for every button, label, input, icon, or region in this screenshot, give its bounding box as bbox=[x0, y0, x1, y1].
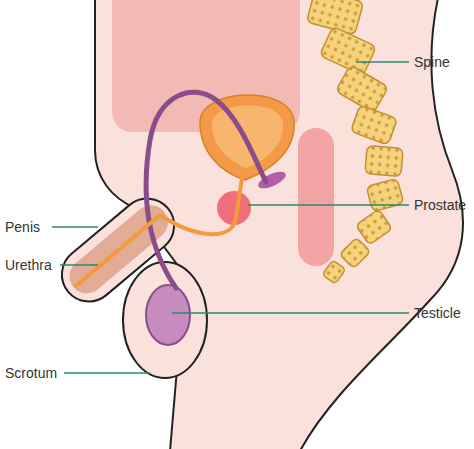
vertebra bbox=[356, 209, 393, 245]
part-label: Scrotum bbox=[5, 364, 57, 382]
part-label: Urethra bbox=[5, 256, 52, 274]
bladder-inner bbox=[212, 105, 283, 168]
part-label: Testicle bbox=[414, 304, 461, 322]
vas-deferens bbox=[146, 92, 266, 288]
urethra-tube bbox=[76, 178, 242, 286]
leader-line bbox=[248, 204, 409, 206]
vertebra bbox=[366, 178, 404, 211]
leader-line bbox=[356, 61, 409, 63]
vertebra bbox=[339, 237, 370, 268]
leader-line bbox=[60, 264, 98, 266]
spine-vertebrae bbox=[306, 0, 403, 284]
testicle-shape bbox=[146, 285, 190, 345]
part-label: Penis bbox=[5, 218, 40, 236]
leader-lines bbox=[52, 62, 409, 373]
leader-line bbox=[52, 226, 98, 228]
vertebra bbox=[322, 260, 345, 284]
vertebra bbox=[335, 65, 388, 113]
rectum-shape bbox=[298, 128, 334, 266]
part-label: Prostate bbox=[414, 196, 466, 214]
vertebra bbox=[350, 105, 397, 145]
scrotum-shape bbox=[123, 262, 207, 378]
vertebra bbox=[319, 26, 376, 75]
part-label: Spine bbox=[414, 53, 450, 71]
leader-line bbox=[172, 312, 409, 314]
leader-line bbox=[64, 372, 150, 374]
vertebra bbox=[365, 145, 403, 176]
